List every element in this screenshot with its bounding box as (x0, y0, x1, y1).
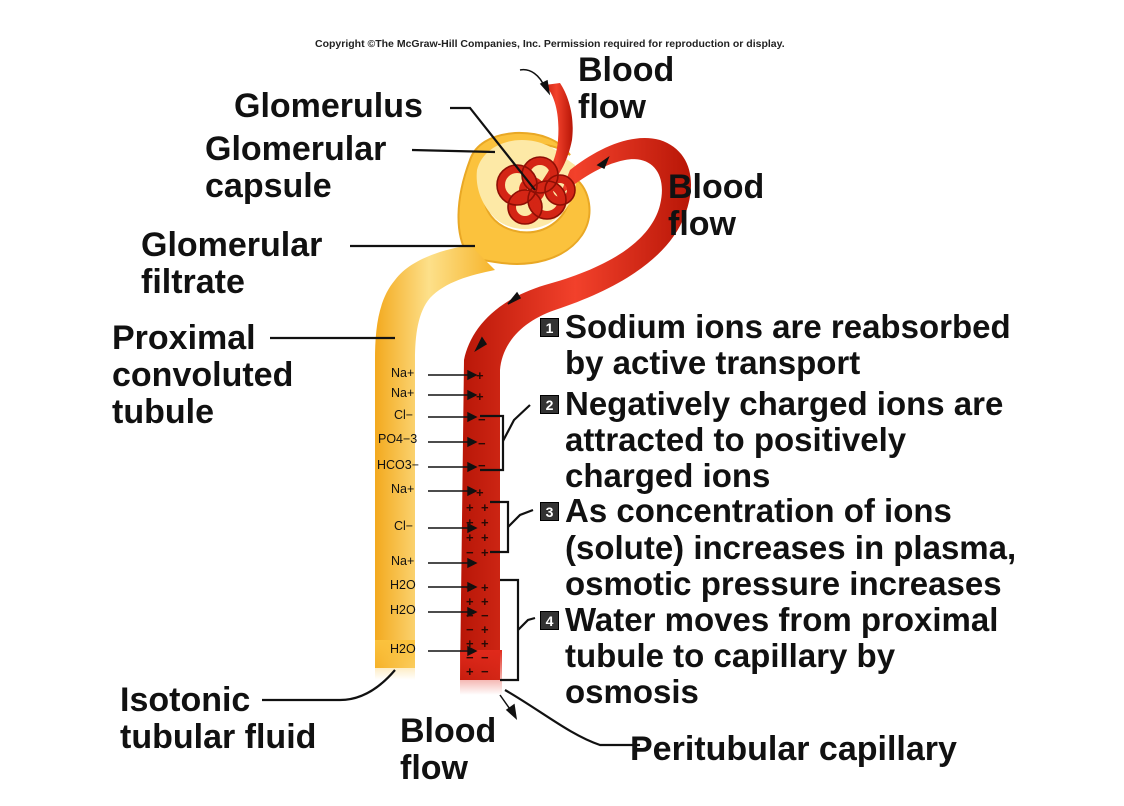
svg-text:−: − (481, 664, 489, 679)
svg-text:+: + (481, 545, 489, 560)
label-blood-flow-bottom-line2: flow (400, 749, 468, 787)
svg-text:−: − (478, 458, 486, 473)
step-2-line3: charged ions (565, 457, 771, 494)
ion-po4: PO4−3 (378, 432, 418, 446)
svg-text:+: + (481, 580, 489, 595)
step-4-line3: osmosis (565, 673, 699, 710)
label-glomerulus: Glomerulus (234, 87, 423, 125)
step-3-line1: As concentration of ions (565, 492, 952, 529)
leader-lines (262, 106, 640, 747)
svg-text:+: + (476, 485, 484, 500)
step-4-line1: Water moves from proximal (565, 601, 999, 638)
svg-text:+: + (466, 664, 474, 679)
svg-text:+: + (481, 636, 489, 651)
svg-text:+: + (481, 500, 489, 515)
ion-hco3: HCO3− (377, 458, 420, 472)
step-2-line1: Negatively charged ions are (565, 385, 1004, 422)
svg-text:+: + (466, 515, 474, 530)
ion-h2o-2: H2O (390, 603, 416, 617)
svg-text:−: − (481, 650, 489, 665)
ion-h2o-3: H2O (390, 642, 416, 656)
svg-text:+: + (481, 515, 489, 530)
label-blood-flow-bottom-line1: Blood (400, 712, 497, 750)
label-glomerular-filtrate-line1: Glomerular (141, 226, 323, 264)
step-1-line1: Sodium ions are reabsorbed (565, 308, 1011, 345)
label-glomerular-capsule-line1: Glomerular (205, 130, 387, 168)
ion-na-4: Na+ (391, 554, 415, 568)
label-proximal-line1: Proximal (112, 319, 256, 357)
ion-arrows (428, 369, 478, 657)
label-blood-flow-mid-line1: Blood (668, 168, 765, 206)
label-blood-flow-top-line2: flow (578, 88, 646, 126)
svg-text:−: − (481, 608, 489, 623)
capillary-vessel (460, 83, 692, 695)
svg-text:+: + (476, 389, 484, 404)
svg-text:−: − (478, 412, 486, 427)
svg-text:+: + (466, 580, 474, 595)
step-3-line3: osmotic pressure increases (565, 565, 1002, 602)
svg-text:+: + (481, 530, 489, 545)
svg-text:−: − (466, 650, 474, 665)
label-proximal-line2: convoluted (112, 356, 294, 394)
step-3-number: 3 (540, 502, 559, 521)
flow-arrows (474, 68, 610, 720)
label-glomerular-capsule-line2: capsule (205, 167, 332, 205)
label-proximal-line3: tubule (112, 393, 214, 431)
ion-na-3: Na+ (391, 482, 415, 496)
svg-text:+: + (481, 594, 489, 609)
label-blood-flow-top-line1: Blood (578, 51, 675, 89)
step-2-number: 2 (540, 395, 559, 414)
svg-text:−: − (478, 436, 486, 451)
label-blood-flow-mid-line2: flow (668, 205, 736, 243)
ion-cl-2: Cl− (394, 519, 414, 533)
step-4-number: 4 (540, 611, 559, 630)
charge-symbols: + + − − − + ++ ++ ++ −+ ++ ++ −− −+ ++ −… (466, 368, 489, 679)
svg-text:+: + (466, 636, 474, 651)
svg-text:−: − (466, 608, 474, 623)
ion-cl-1: Cl− (394, 408, 414, 422)
label-peritubular-capillary: Peritubular capillary (630, 730, 957, 768)
ion-na-1: Na+ (391, 366, 415, 380)
step-1-number: 1 (540, 318, 559, 337)
copyright-notice: Copyright ©The McGraw-Hill Companies, In… (315, 38, 785, 50)
svg-text:+: + (466, 500, 474, 515)
label-isotonic-line2: tubular fluid (120, 718, 317, 756)
svg-text:+: + (476, 368, 484, 383)
svg-text:+: + (466, 594, 474, 609)
step-1-line2: by active transport (565, 344, 861, 381)
ion-h2o-1: H2O (390, 578, 416, 592)
label-isotonic-line1: Isotonic (120, 681, 251, 719)
ion-na-2: Na+ (391, 386, 415, 400)
svg-text:+: + (466, 530, 474, 545)
svg-text:+: + (481, 622, 489, 637)
proximal-tubule (375, 245, 495, 680)
step-4-line2: tubule to capillary by (565, 637, 896, 674)
svg-text:−: − (466, 545, 474, 560)
svg-text:−: − (466, 622, 474, 637)
step-2-line2: attracted to positively (565, 421, 907, 458)
label-glomerular-filtrate-line2: filtrate (141, 263, 245, 301)
step-3-line2: (solute) increases in plasma, (565, 529, 1017, 566)
